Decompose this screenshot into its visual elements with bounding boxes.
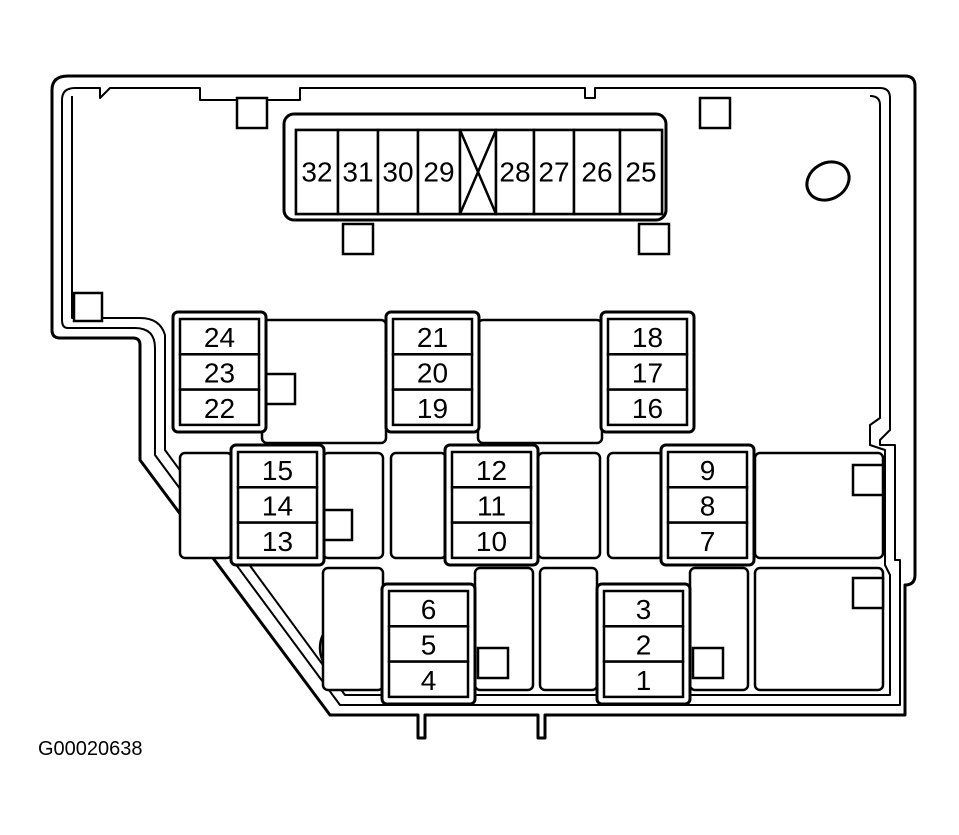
connector-pin-label: 25 [625,157,656,188]
connector-pin-28: 28 [494,128,536,216]
fuse-slot-label: 10 [476,526,507,557]
side-tabs [263,372,885,680]
fuse-slot-label: 3 [636,594,652,625]
marker-top-right [698,96,732,130]
connector-pin-label: 31 [342,157,373,188]
fuse-slot-label: 12 [476,455,507,486]
marker-under-right [637,222,671,256]
fuse-slot-23: 23 [178,353,261,391]
fuse-slot-label: 23 [204,357,235,388]
fuse-slot-label: 17 [632,357,663,388]
fuse-slot-21: 21 [391,317,474,356]
fuse-block-6-4: 6 5 4 [380,582,477,706]
fuse-slot-20: 20 [391,353,474,391]
fuse-slot-label: 6 [421,594,437,625]
top-connector: 32 31 30 29 28 27 26 25 [282,112,668,222]
tab-top-left [72,291,104,323]
fuse-slot-label: 13 [262,526,293,557]
connector-pin-label: 30 [382,157,413,188]
connector-pin-30: 30 [376,128,420,216]
fuse-slot-label: 9 [700,455,716,486]
connector-pin-label: 32 [301,157,332,188]
connector-pin-label: 28 [499,157,530,188]
fuse-slot-24: 24 [178,317,261,356]
housing-outline-third [71,95,891,696]
fuse-slot-label: 8 [700,490,716,521]
connector-pin-25: 25 [618,128,664,216]
fuse-block-24-22: 24 23 22 [171,310,268,434]
fuse-slot-14: 14 [236,486,319,524]
housing-outline-outer [50,74,917,740]
fuse-slot-1: 1 [602,660,685,699]
fuse-slot-label: 16 [632,393,663,424]
fuse-slot-label: 11 [477,490,506,521]
fuse-slot-label: 20 [417,357,448,388]
fuse-slot-7: 7 [666,521,749,560]
fuse-slot-4: 4 [387,660,470,699]
connector-pin-26: 26 [572,128,622,216]
fuse-slot-2: 2 [602,625,685,663]
fuse-slot-9: 9 [666,450,749,489]
connector-pin-label: 27 [538,157,569,188]
fuse-slot-13: 13 [236,521,319,560]
fuse-slot-8: 8 [666,486,749,524]
fuse-slot-5: 5 [387,625,470,663]
marker-under-left [341,222,375,256]
fuse-block-9-7: 9 8 7 [659,443,756,567]
fuse-slot-10: 10 [450,521,533,560]
fuse-slot-label: 5 [421,629,437,660]
connector-pin-32: 32 [294,128,340,216]
connector-pin-27: 27 [532,128,576,216]
fuse-slot-label: 15 [262,455,293,486]
fuse-slot-18: 18 [606,317,689,356]
connector-pin-31: 31 [336,128,380,216]
fuse-block-15-13: 15 14 13 [229,443,326,567]
fuse-slot-label: 19 [417,393,448,424]
fuse-slot-label: 1 [636,665,652,696]
connector-pin-label: 29 [423,157,454,188]
fuse-slot-label: 14 [262,490,293,521]
connector-pin-29: 29 [416,128,462,216]
fuse-slot-6: 6 [387,589,470,628]
fuse-slot-label: 7 [700,526,716,557]
connector-pin-label: 26 [581,157,612,188]
background-cells [178,318,885,692]
marker-top-left [235,96,269,130]
fuse-slot-11: 11 [450,486,533,524]
fuse-slot-12: 12 [450,450,533,489]
fuse-block-12-10: 12 11 10 [443,443,540,567]
connector-pin-blank [458,128,498,216]
fuse-slot-label: 22 [204,393,235,424]
fuse-slot-label: 2 [636,629,652,660]
mounting-hole-oval [805,160,851,202]
housing-outline-inner [61,87,901,706]
fuse-slot-label: 24 [204,322,235,353]
reference-code: G00020638 [38,738,143,760]
fuse-slot-22: 22 [178,388,261,427]
fuse-block-3-1: 3 2 1 [595,582,692,706]
fuse-slot-19: 19 [391,388,474,427]
fuse-slot-label: 4 [421,665,437,696]
fuse-slot-15: 15 [236,450,319,489]
fuse-slot-label: 18 [632,322,663,353]
fuse-slot-3: 3 [602,589,685,628]
fuse-slot-16: 16 [606,388,689,427]
fuse-slot-17: 17 [606,353,689,391]
fuse-block-21-19: 21 20 19 [384,310,481,434]
fuse-block-18-16: 18 17 16 [599,310,696,434]
fuse-slot-label: 21 [417,322,448,353]
